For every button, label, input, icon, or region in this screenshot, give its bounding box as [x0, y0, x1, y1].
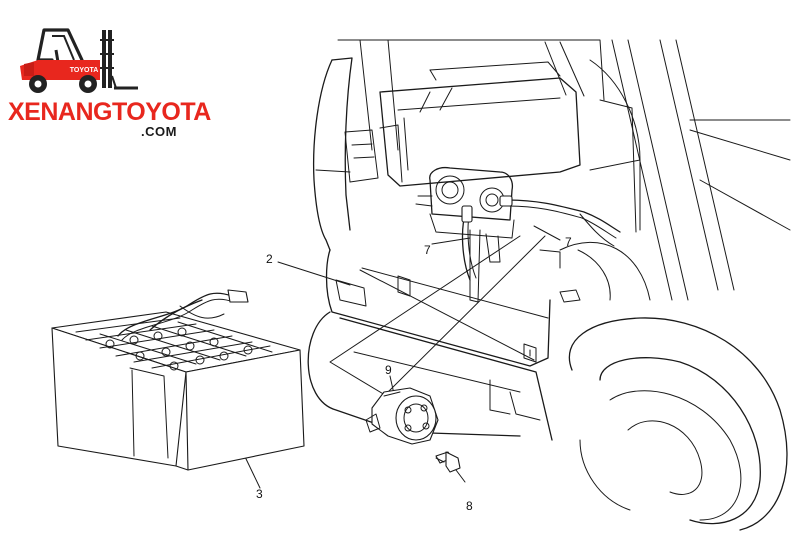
- forklift-icon: TOYOTA: [20, 28, 138, 93]
- callout-cable-right: 7: [565, 235, 572, 249]
- battery-cells: [75, 317, 273, 371]
- badge-text: TOYOTA: [70, 67, 99, 74]
- callout-battery: 3: [256, 487, 263, 501]
- callout-cable-left: 7: [424, 243, 431, 257]
- starter-motor-part: [365, 387, 439, 445]
- brand-name: XENANGTOYOTA: [8, 98, 211, 126]
- leader-lines: [235, 225, 561, 489]
- callout-bolt: 8: [466, 499, 473, 513]
- callout-motor: 9: [385, 363, 392, 377]
- callout-frame-cover: 2: [266, 252, 273, 266]
- bolt-part: [435, 451, 461, 473]
- forklift-body-illustration: [307, 39, 791, 531]
- battery-part: [51, 289, 305, 471]
- brand-logo: TOYOTA XENANGTOYOTA .COM: [8, 26, 211, 146]
- brand-domain: .COM: [141, 124, 177, 139]
